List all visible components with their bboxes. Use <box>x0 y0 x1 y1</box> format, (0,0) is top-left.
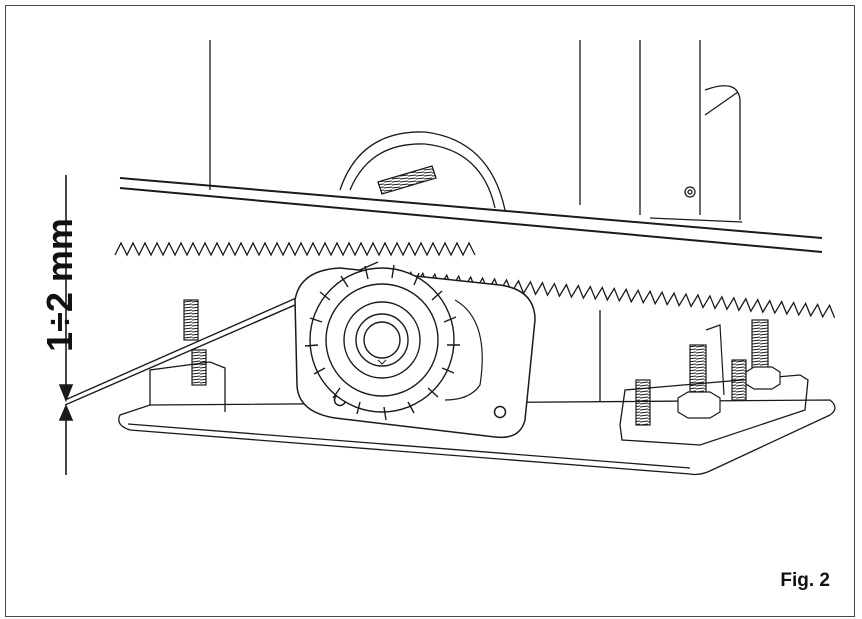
gap-indicator <box>58 175 74 475</box>
rack-teeth <box>114 241 476 257</box>
threaded-shaft <box>377 165 437 195</box>
anchor-bolts <box>183 299 781 426</box>
motor-housing <box>209 40 743 430</box>
housing-screw <box>493 405 507 419</box>
figure-caption: Fig. 2 <box>780 570 830 591</box>
dimension-text: 1÷2 mm <box>39 218 81 352</box>
housing-screw <box>684 186 696 198</box>
pinion <box>304 264 460 421</box>
base-plate <box>118 361 836 476</box>
adjustment-knob <box>339 131 506 211</box>
dimension-label: 1÷2 mm <box>20 205 100 365</box>
